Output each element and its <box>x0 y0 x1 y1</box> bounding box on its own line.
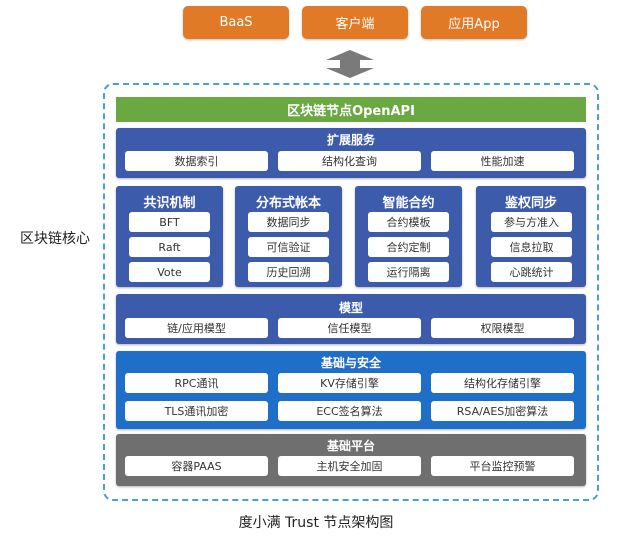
ledger-title: 分布式帐本 <box>255 196 321 211</box>
heartbeat-stats-chip: 心跳统计 <box>491 262 572 282</box>
history-trace-chip: 历史回溯 <box>248 262 329 282</box>
vote-chip: Vote <box>129 262 210 282</box>
kv-storage-chip: KV存储引擎 <box>278 373 421 393</box>
app-button[interactable]: 应用App <box>421 6 527 39</box>
structured-query-chip: 结构化查询 <box>278 151 421 171</box>
foundation-security-title: 基础与安全 <box>320 356 381 370</box>
chain-app-model-chip: 链/应用模型 <box>125 318 268 338</box>
smart-contract-title: 智能合约 <box>382 196 435 211</box>
monitoring-alert-chip: 平台监控预警 <box>431 456 574 476</box>
ecc-chip: ECC签名算法 <box>278 401 421 421</box>
auth-sync-title: 鉴权同步 <box>504 196 557 211</box>
tls-chip: TLS通讯加密 <box>125 401 268 421</box>
trusted-verification-chip: 可信验证 <box>248 237 329 257</box>
performance-acceleration-chip: 性能加速 <box>431 151 574 171</box>
raft-chip: Raft <box>129 237 210 257</box>
client-button[interactable]: 客户端 <box>302 6 408 39</box>
double-arrow-icon <box>326 50 374 78</box>
container-paas-chip: 容器PAAS <box>125 456 268 476</box>
trust-model-chip: 信任模型 <box>278 318 421 338</box>
rpc-chip: RPC通讯 <box>125 373 268 393</box>
rsa-aes-chip: RSA/AES加密算法 <box>431 401 574 421</box>
permission-model-chip: 权限模型 <box>431 318 574 338</box>
info-pull-chip: 信息拉取 <box>491 237 572 257</box>
consensus-title: 共识机制 <box>143 196 196 211</box>
contract-custom-chip: 合约定制 <box>368 237 449 257</box>
contract-template-chip: 合约模板 <box>368 212 449 232</box>
structured-storage-chip: 结构化存储引擎 <box>431 373 574 393</box>
runtime-isolation-chip: 运行隔离 <box>368 262 449 282</box>
model-title: 模型 <box>338 301 363 315</box>
platform-title: 基础平台 <box>326 439 375 453</box>
blockchain-core-container <box>103 83 599 501</box>
openapi-bar: 区块链节点OpenAPI <box>116 97 586 122</box>
diagram-caption: 度小满 Trust 节点架构图 <box>238 515 394 531</box>
bft-chip: BFT <box>129 212 210 232</box>
baas-button[interactable]: BaaS <box>183 6 289 39</box>
blockchain-core-label: 区块链核心 <box>20 231 90 247</box>
extension-services-title: 扩展服务 <box>326 133 375 147</box>
data-index-chip: 数据索引 <box>125 151 268 171</box>
participant-admission-chip: 参与方准入 <box>491 212 572 232</box>
host-hardening-chip: 主机安全加固 <box>278 456 421 476</box>
data-sync-chip: 数据同步 <box>248 212 329 232</box>
